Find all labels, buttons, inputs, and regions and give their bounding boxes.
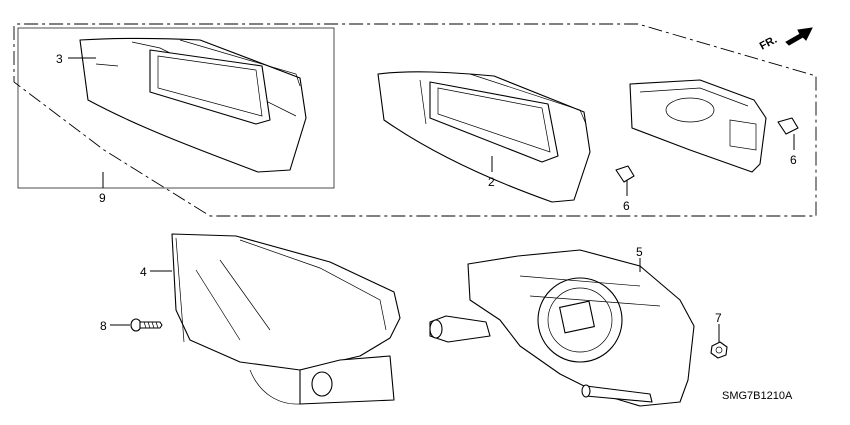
callout-9: 9 [99, 191, 106, 205]
part-screw-8 [130, 318, 163, 332]
part-meter-5 [429, 249, 695, 407]
part-meter-panel [629, 79, 767, 173]
part-visor-3 [79, 37, 307, 173]
part-cover-4 [171, 233, 401, 405]
front-label: FR. [758, 34, 779, 53]
callout-4: 4 [140, 265, 147, 279]
callout-8: 8 [100, 319, 107, 333]
leader-lines [68, 57, 795, 342]
part-clip-6-b [777, 117, 799, 135]
callout-6-b: 6 [790, 153, 797, 167]
callout-2: 2 [488, 175, 495, 189]
callout-5: 5 [636, 245, 643, 259]
part-clip-6-a [615, 165, 635, 183]
callout-7: 7 [715, 311, 722, 325]
group-boundary [13, 23, 817, 217]
diagram-code: SMG7B1210A [722, 390, 793, 402]
part-nut-7 [710, 341, 728, 359]
part-visor-2 [377, 71, 591, 203]
front-direction-marker: FR. [758, 27, 813, 53]
callout-6-a: 6 [623, 199, 630, 213]
callout-3: 3 [56, 52, 63, 66]
front-arrow-icon [785, 27, 813, 46]
callouts: 3 2 9 6 6 4 8 5 7 [56, 52, 797, 333]
